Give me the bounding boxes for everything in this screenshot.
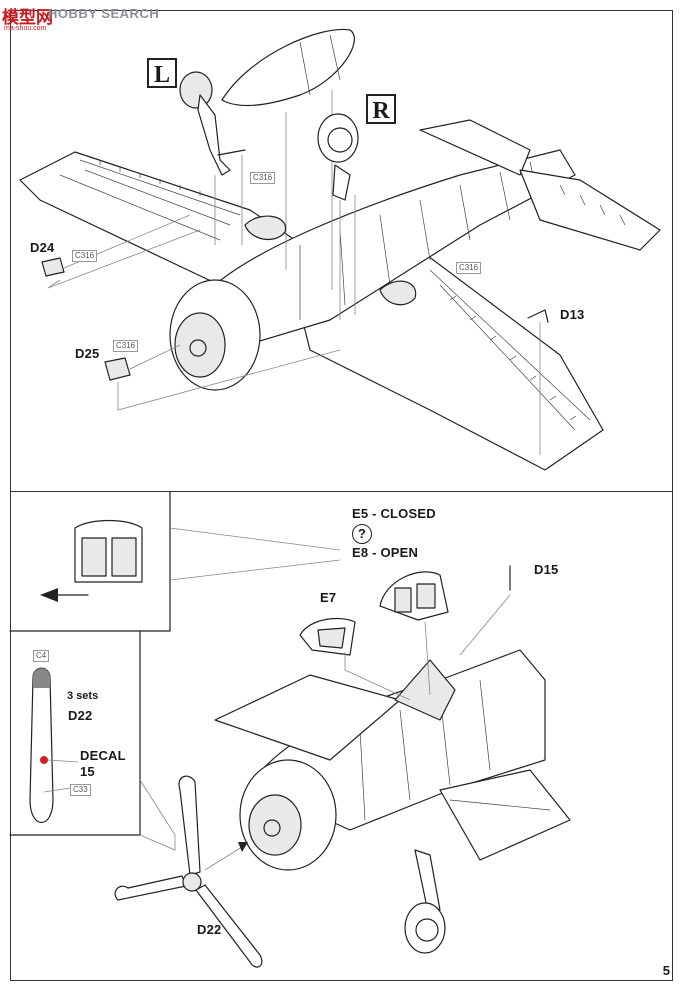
cockpit-opening: [394, 659, 456, 721]
gear-tag-left: C316: [250, 172, 276, 184]
propeller-assembly: [114, 775, 263, 968]
part-tag-d24: C316: [72, 250, 98, 262]
canopy-frame-inset: [40, 519, 143, 602]
tail: [419, 119, 661, 251]
left-wheel-well: [244, 215, 287, 241]
right-wing: [299, 249, 604, 471]
part-label-d24: D24: [30, 240, 55, 255]
engine-cowling: [169, 279, 261, 391]
cowling-front: [239, 759, 337, 871]
inset-decal-label: DECAL: [80, 748, 126, 763]
page-frame: [10, 10, 673, 981]
windscreen-part-e7: [299, 617, 411, 701]
fuselage: [199, 149, 576, 351]
gear-tag-right: C316: [456, 262, 482, 274]
left-landing-gear: [179, 71, 246, 245]
part-d25-shape: [104, 357, 131, 381]
inset-tag-c33: C33: [70, 784, 91, 796]
right-wheel-well: [379, 280, 417, 306]
inset-part-d22: D22: [68, 708, 93, 723]
propeller-blade-inset: [29, 667, 79, 824]
inset-decal-number: 15: [80, 764, 95, 779]
inset-tag-c4: C4: [33, 650, 50, 662]
canopy-inset-box: [9, 491, 171, 632]
canopy-part-e8: [379, 571, 449, 696]
left-gear-marker: L: [147, 58, 177, 88]
logo-english-text: HOBBY SEARCH: [48, 6, 160, 21]
page-number: 5: [662, 963, 670, 978]
step-divider: [10, 491, 673, 492]
main-gear-step2: [404, 849, 446, 954]
right-gear-marker: R: [366, 94, 396, 124]
propeller-inset-box: [9, 630, 141, 836]
part-label-e7: E7: [320, 590, 337, 605]
part-label-d13: D13: [560, 307, 585, 322]
right-landing-gear: [317, 113, 359, 320]
part-tag-d25: C316: [113, 340, 139, 352]
watermark-logo: 模型网 HOBBY SEARCH ma-shou.com: [2, 3, 162, 33]
inset-sets-text: 3 sets: [67, 690, 99, 702]
canopy-option-open: E8 - OPEN: [352, 545, 419, 560]
canopy-option-symbol: ?: [352, 524, 372, 544]
logo-chinese-text: 模型网: [2, 8, 53, 28]
logo-url-text: ma-shou.com: [4, 25, 47, 32]
part-label-d25: D25: [75, 346, 100, 361]
part-d13-shape: [527, 309, 549, 323]
part-label-d22: D22: [197, 922, 222, 937]
part-label-d15: D15: [534, 562, 559, 577]
part-d24-shape: [41, 257, 65, 277]
canopy-option-closed: E5 - CLOSED: [352, 506, 436, 521]
